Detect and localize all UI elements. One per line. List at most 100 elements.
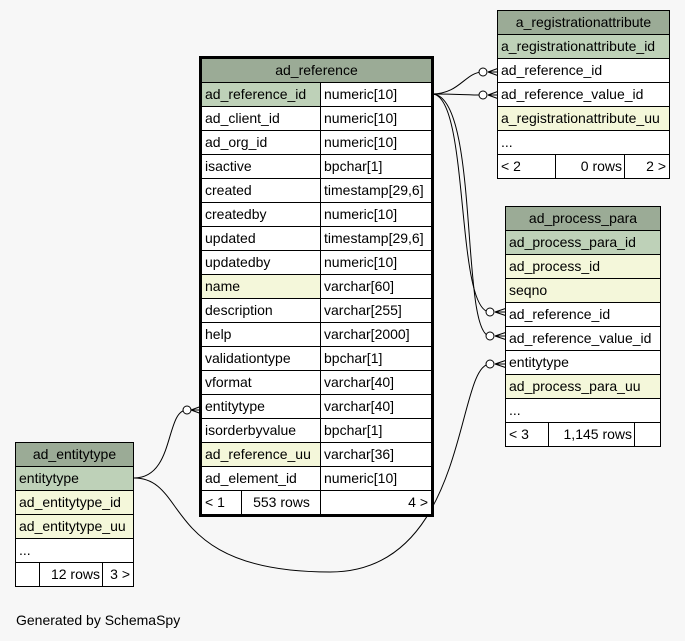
column-name: ... [19, 542, 31, 558]
column-name: a_registrationattribute_uu [501, 110, 660, 126]
rel-ad-reference-to-process-para-ref [431, 93, 491, 313]
table-a-registrationattribute[interactable]: a_registrationattribute a_registrationat… [497, 10, 670, 179]
column-name: ad_reference_id [509, 306, 611, 322]
column-name: isorderbyvalue [205, 422, 297, 438]
optional-marker [485, 331, 495, 341]
column-row[interactable]: ad_reference_id [506, 303, 660, 327]
rel-ad-reference-to-registration-value [431, 93, 484, 96]
column-row[interactable]: updatedby numeric[10] [202, 251, 431, 275]
column-row[interactable]: seqno [506, 279, 660, 303]
children-link[interactable] [634, 423, 660, 446]
column-row[interactable]: ad_process_para_id [506, 231, 660, 255]
column-type: varchar[40] [320, 371, 431, 394]
column-row[interactable]: entitytype varchar[40] [202, 395, 431, 419]
children-link[interactable]: 4 > [320, 491, 431, 514]
column-name: ad_reference_value_id [509, 330, 652, 346]
column-row[interactable]: ... [506, 399, 660, 423]
column-type: varchar[2000] [320, 323, 431, 346]
column-type: numeric[10] [320, 83, 431, 106]
column-type: numeric[10] [320, 107, 431, 130]
rows-count: 0 rows [555, 155, 625, 178]
column-name: ad_element_id [205, 470, 297, 486]
column-row[interactable]: ad_org_id numeric[10] [202, 131, 431, 155]
column-name: updatedby [205, 254, 271, 270]
column-name: ... [501, 134, 513, 150]
column-name: name [205, 278, 241, 294]
parents-link[interactable]: < 1 [205, 494, 225, 510]
column-name: createdby [205, 206, 267, 222]
rel-entitytype-to-process-para [133, 363, 491, 573]
column-row[interactable]: createdby numeric[10] [202, 203, 431, 227]
column-name: seqno [509, 282, 548, 298]
column-row[interactable]: ... [16, 539, 133, 563]
column-row[interactable]: ad_reference_value_id [498, 83, 669, 107]
column-row[interactable]: isorderbyvalue bpchar[1] [202, 419, 431, 443]
column-row[interactable]: name varchar[60] [202, 275, 431, 299]
column-type: varchar[255] [320, 299, 431, 322]
column-type: timestamp[29,6] [320, 179, 431, 202]
column-type: varchar[60] [320, 275, 431, 298]
column-name: ad_process_para_uu [509, 378, 641, 394]
optional-marker [485, 307, 495, 317]
column-row[interactable]: ad_entitytype_id [16, 491, 133, 515]
column-row[interactable]: ad_reference_id numeric[10] [202, 83, 431, 107]
column-name: help [205, 326, 232, 342]
rel-ad-reference-to-registration-ref [431, 71, 484, 95]
children-link[interactable]: 2 > [624, 155, 669, 178]
column-row[interactable]: ad_element_id numeric[10] [202, 467, 431, 491]
optional-marker [182, 405, 192, 415]
rows-count: 12 rows [39, 563, 103, 586]
column-name: entitytype [205, 398, 265, 414]
column-name: isactive [205, 158, 252, 174]
column-name: ad_reference_id [205, 86, 307, 102]
column-row[interactable]: ad_reference_id [498, 59, 669, 83]
column-row[interactable]: entitytype [16, 467, 133, 491]
column-type: numeric[10] [320, 467, 431, 490]
parents-link[interactable]: < 3 [509, 426, 529, 442]
column-row[interactable]: entitytype [506, 351, 660, 375]
column-row[interactable]: a_registrationattribute_uu [498, 107, 669, 131]
column-row[interactable]: ad_process_id [506, 255, 660, 279]
table-ad-entitytype[interactable]: ad_entitytype entitytype ad_entitytype_id… [15, 442, 134, 587]
column-type: numeric[10] [320, 203, 431, 226]
column-name: ad_org_id [205, 134, 268, 150]
column-name: validationtype [205, 350, 291, 366]
column-name: ad_process_para_id [509, 234, 636, 250]
column-row[interactable]: a_registrationattribute_id [498, 35, 669, 59]
column-type: timestamp[29,6] [320, 227, 431, 250]
parents-link[interactable] [16, 563, 38, 586]
optional-marker [485, 359, 495, 369]
column-row[interactable]: ad_entitytype_uu [16, 515, 133, 539]
column-type: varchar[40] [320, 395, 431, 418]
children-link[interactable]: 3 > [102, 563, 133, 586]
parents-link[interactable]: < 2 [501, 158, 521, 174]
table-title[interactable]: ad_process_para [506, 207, 660, 231]
column-type: numeric[10] [320, 251, 431, 274]
column-row[interactable]: ... [498, 131, 669, 155]
optional-marker [478, 67, 488, 77]
column-name: ad_process_id [509, 258, 601, 274]
column-row[interactable]: ad_process_para_uu [506, 375, 660, 399]
table-title[interactable]: ad_reference [202, 59, 431, 83]
column-name: ... [509, 402, 521, 418]
column-type: bpchar[1] [320, 419, 431, 442]
table-title[interactable]: ad_entitytype [16, 443, 133, 467]
column-row[interactable]: help varchar[2000] [202, 323, 431, 347]
rows-count: 553 rows [241, 491, 321, 514]
table-ad-process-para[interactable]: ad_process_para ad_process_para_id ad_pro… [505, 206, 661, 447]
column-row[interactable]: vformat varchar[40] [202, 371, 431, 395]
column-name: vformat [205, 374, 252, 390]
column-row[interactable]: ad_reference_value_id [506, 327, 660, 351]
column-name: entitytype [19, 470, 79, 486]
rel-entitytype-to-ad-reference [133, 409, 188, 479]
column-type: numeric[10] [320, 131, 431, 154]
table-title[interactable]: a_registrationattribute [498, 11, 669, 35]
